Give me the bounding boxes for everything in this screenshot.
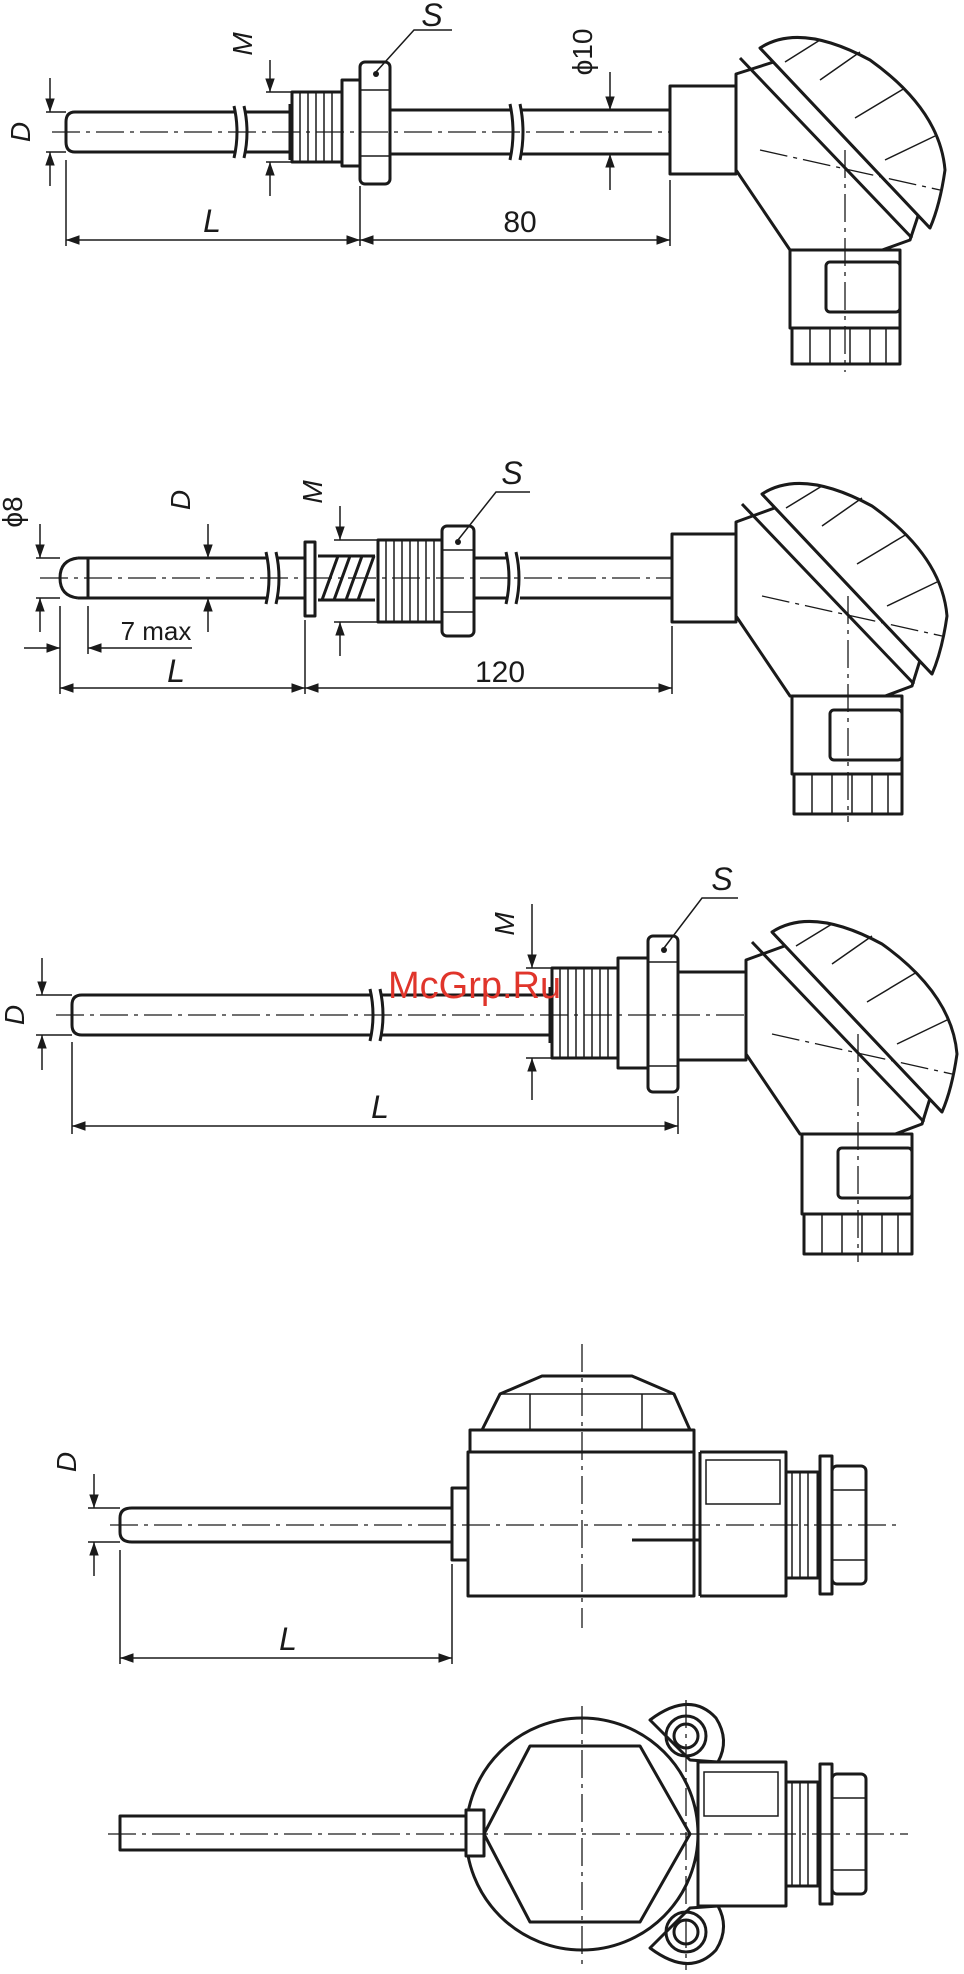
fig1-l-label: L <box>203 203 221 239</box>
fig1-d-label: D <box>5 122 36 142</box>
fig2-m-label: M <box>297 480 328 504</box>
fig1-s-label: S <box>421 0 442 33</box>
fig3-s-label: S <box>711 861 732 897</box>
fig4-l-label: L <box>279 1621 297 1657</box>
fig1-m-label: M <box>227 32 258 56</box>
figure-5-thermometer-top-view <box>108 1700 908 1970</box>
fig2-length-label: 120 <box>475 656 525 689</box>
figure-1-thermometer-threaded: D M S ϕ10 L 80 <box>5 0 945 372</box>
fig1-length-label: 80 <box>503 206 536 239</box>
fig2-s-label: S <box>501 455 522 491</box>
fig2-diameter-label: ϕ8 <box>0 496 28 527</box>
figure-2-dimensions: ϕ8 D M S 7 max L 120 <box>0 455 672 694</box>
fig3-d-label: D <box>0 1005 30 1025</box>
fig1-diameter-label: ϕ10 <box>567 29 598 76</box>
watermark-text: McGrp.Ru <box>388 965 561 1007</box>
fig2-l-label: L <box>167 653 185 689</box>
figure-2-thermometer-spring-loaded: ϕ8 D M S 7 max L 120 <box>0 455 947 822</box>
figure-3-thermometer-long-probe: McGrp.Ru D M S L <box>0 861 957 1262</box>
fig3-m-label: M <box>489 912 520 936</box>
figure-4-dimensions: D L <box>51 1452 452 1664</box>
fig3-l-label: L <box>371 1089 389 1125</box>
fig4-d-label: D <box>51 1452 82 1472</box>
figure-4-thermometer-side-view: D L <box>51 1344 900 1664</box>
fig2-d-label: D <box>165 490 196 510</box>
fig2-tip-label: 7 max <box>121 616 192 646</box>
